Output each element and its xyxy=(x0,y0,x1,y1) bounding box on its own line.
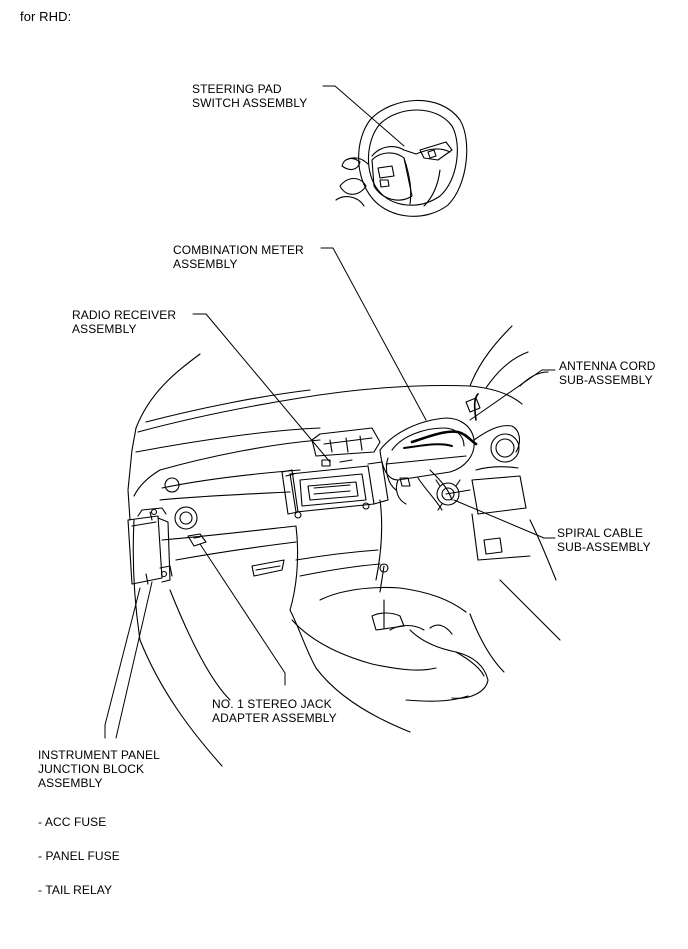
label-line: ADAPTER ASSEMBLY xyxy=(212,711,337,725)
label-radio-receiver: RADIO RECEIVER ASSEMBLY xyxy=(72,308,176,336)
label-line: NO. 1 STEREO JACK xyxy=(212,697,332,711)
label-line: SUB-ASSEMBLY xyxy=(559,373,653,387)
variant-header: for RHD: xyxy=(20,9,72,24)
label-line: INSTRUMENT PANEL xyxy=(38,748,160,762)
label-antenna-cord: ANTENNA CORD SUB-ASSEMBLY xyxy=(559,359,656,387)
label-combination-meter: COMBINATION METER ASSEMBLY xyxy=(173,243,304,271)
label-line: COMBINATION METER xyxy=(173,243,304,257)
label-line: ASSEMBLY xyxy=(173,257,238,271)
label-line: ANTENNA CORD xyxy=(559,359,656,373)
label-steering-pad-switch: STEERING PAD SWITCH ASSEMBLY xyxy=(192,82,307,110)
label-line: SUB-ASSEMBLY xyxy=(557,540,651,554)
label-junction-block: INSTRUMENT PANEL JUNCTION BLOCK ASSEMBLY xyxy=(38,748,160,790)
leader-lines xyxy=(104,85,556,739)
label-line: ASSEMBLY xyxy=(72,322,137,336)
dashboard-drawing xyxy=(127,325,561,767)
label-line: SPIRAL CABLE xyxy=(557,526,644,540)
steering-wheel-drawing xyxy=(335,99,468,217)
label-line: JUNCTION BLOCK xyxy=(38,762,145,776)
junction-item-tail-relay: - TAIL RELAY xyxy=(38,883,113,897)
label-stereo-jack-adapter: NO. 1 STEREO JACK ADAPTER ASSEMBLY xyxy=(212,697,337,725)
label-line: ASSEMBLY xyxy=(38,776,103,790)
label-line: SWITCH ASSEMBLY xyxy=(192,96,308,110)
label-line: RADIO RECEIVER xyxy=(72,308,177,322)
junction-item-panel-fuse: - PANEL FUSE xyxy=(38,849,120,863)
label-spiral-cable: SPIRAL CABLE SUB-ASSEMBLY xyxy=(557,526,651,554)
label-line: STEERING PAD xyxy=(192,82,282,96)
junction-item-acc-fuse: - ACC FUSE xyxy=(38,815,107,829)
